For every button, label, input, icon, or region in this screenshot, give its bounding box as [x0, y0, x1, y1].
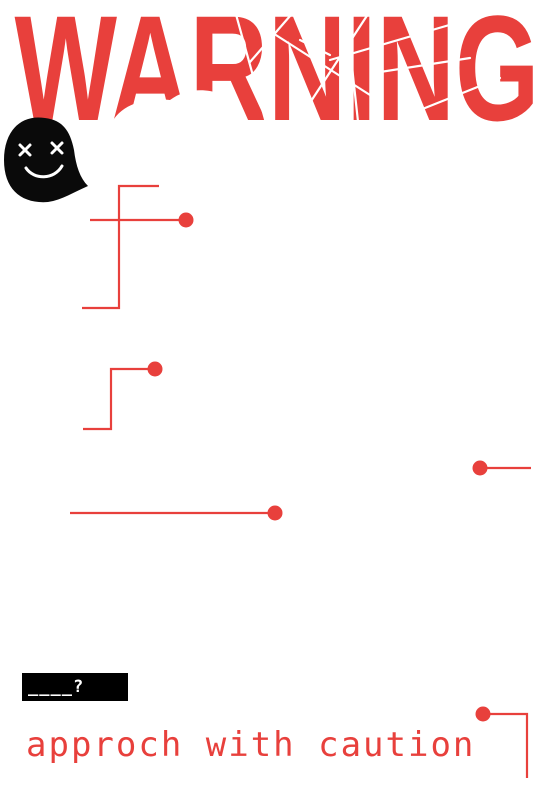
tagline: approch with caution [26, 725, 476, 765]
connector-dot [267, 505, 283, 521]
connector-line [483, 712, 529, 778]
connector-dots [147, 212, 491, 722]
connector-line [82, 184, 159, 310]
connector-dot [475, 706, 491, 722]
white-blob [108, 90, 252, 150]
dizzy-smiley-ghost-icon [4, 117, 88, 203]
connector-lines [70, 184, 531, 778]
crack-lines [230, 0, 502, 142]
connector-dot [178, 212, 194, 228]
question-badge: ____? [22, 673, 128, 701]
connector-dot [472, 460, 488, 476]
warning-title: WARNING [0, 0, 551, 150]
connector-line [83, 367, 155, 431]
connector-dot [147, 361, 163, 377]
